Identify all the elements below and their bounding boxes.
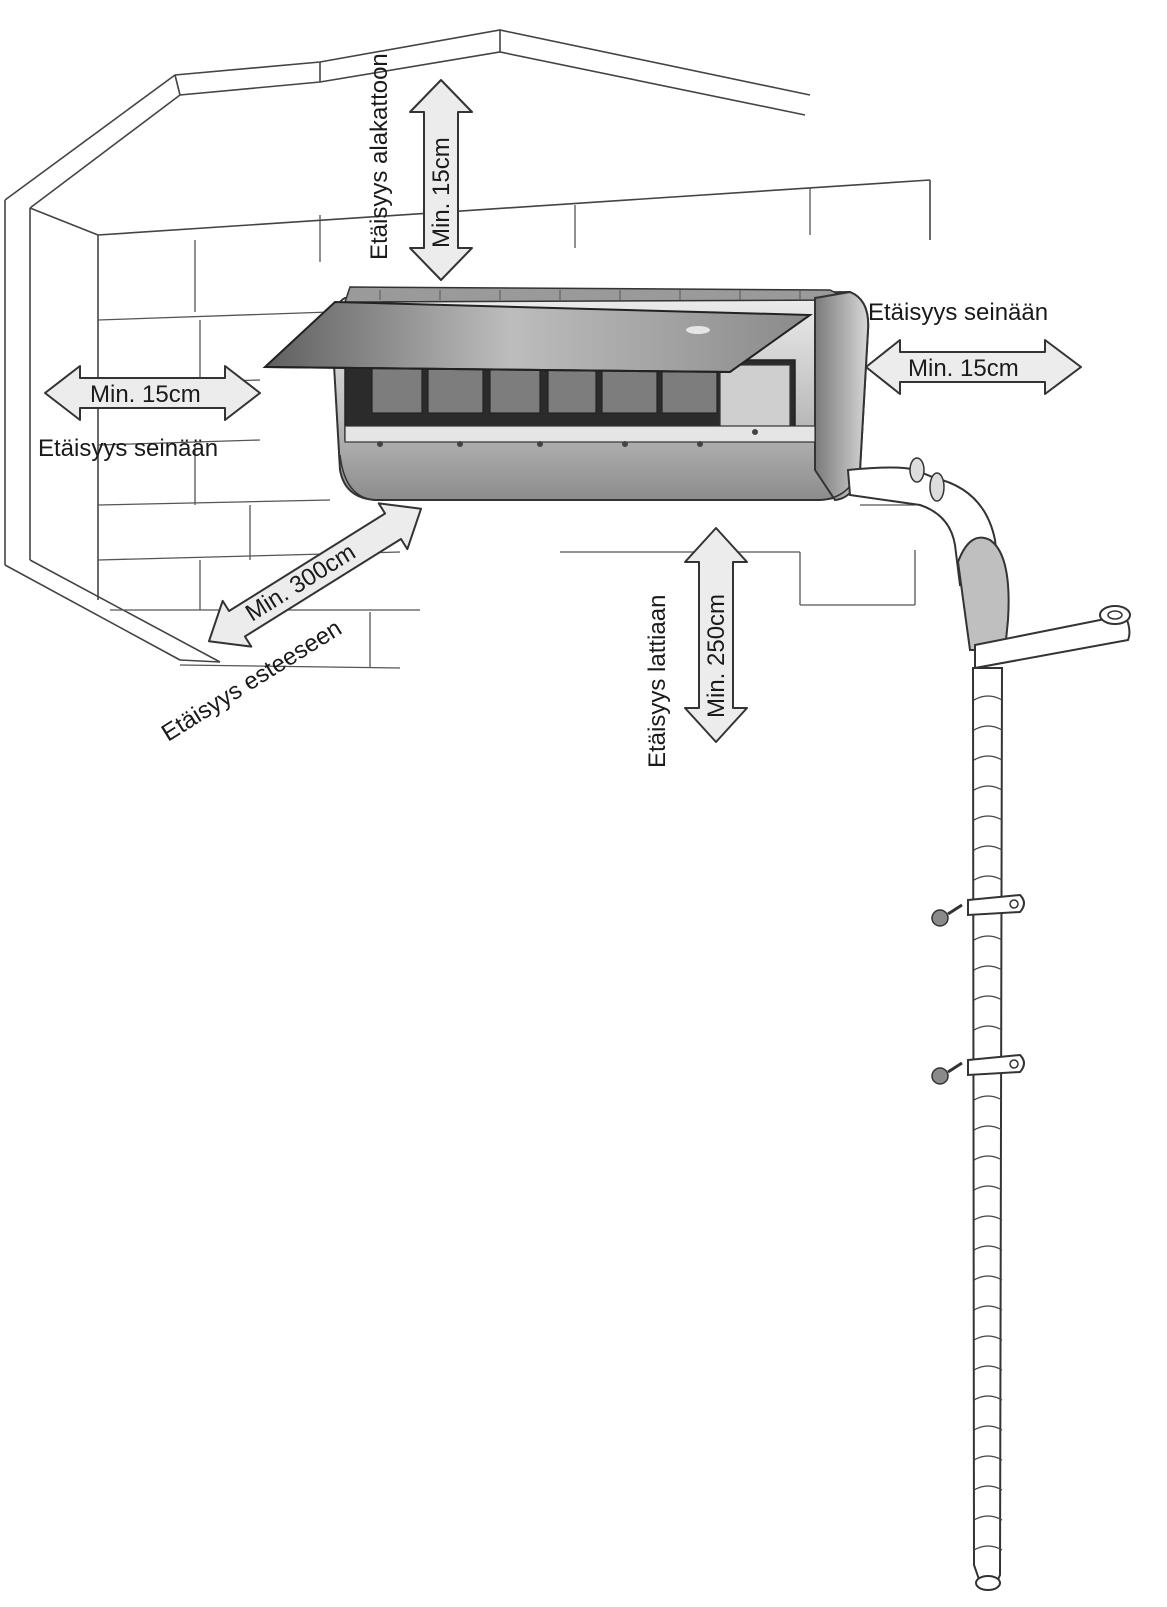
right-wall-min-label: Min. 15cm [908,355,1019,382]
floor-clearance-arrow [684,527,748,743]
floor-min-label: Min. 250cm [703,594,730,718]
right-wall-distance-label: Etäisyys seinään [868,299,1048,326]
left-wall-clearance-arrow [44,365,261,421]
pipe-clamp-icon [967,893,1025,1077]
obstacle-min-label: Min. 300cm [241,538,361,627]
right-wall-clearance-arrow [865,339,1082,395]
obstacle-clearance-arrow [207,502,423,648]
ceiling-min-label: Min. 15cm [428,137,455,248]
ceiling-distance-label: Etäisyys alakattoon [366,53,393,260]
screw-icon [931,903,963,1085]
room-walls [4,29,931,663]
floor-distance-label: Etäisyys lattiaan [644,595,671,768]
drain-pipe-icon [846,457,1131,1591]
air-conditioner-unit-icon [262,286,870,502]
ceiling-clearance-arrow [409,79,473,281]
obstacle-distance-label: Etäisyys esteeseen [157,615,347,747]
left-wall-min-label: Min. 15cm [90,381,201,408]
left-wall-distance-label: Etäisyys seinään [38,435,218,462]
wall-bricks [97,188,916,669]
